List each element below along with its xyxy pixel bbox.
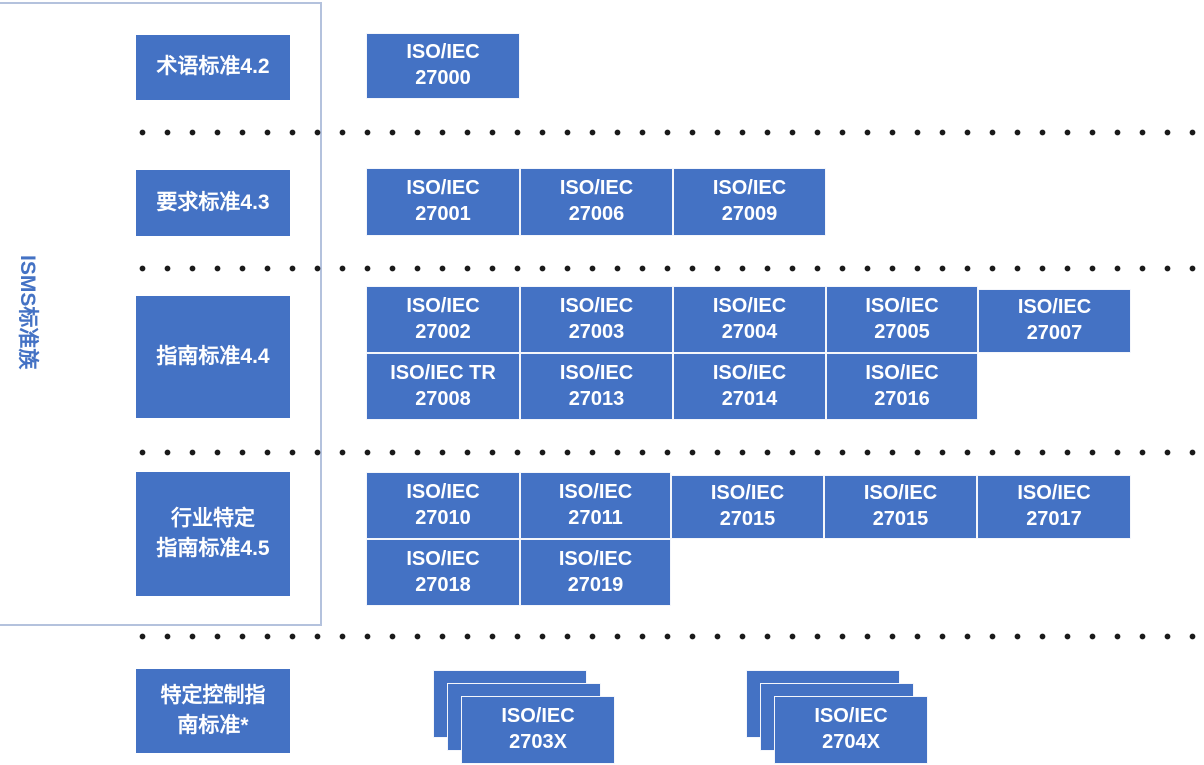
row-separator-4 [130,633,1204,640]
standard-cell-27009[interactable]: ISO/IEC 27009 [673,168,826,236]
standard-cell-line2: 27008 [415,387,471,410]
stack-card-front[interactable]: ISO/IEC 2704X [774,696,928,764]
standard-cell-line1: ISO/IEC [865,294,939,317]
category-label-requirements[interactable]: 要求标准4.3 [136,170,290,236]
standard-cell-27000[interactable]: ISO/IEC 27000 [366,33,520,99]
row-separator-1 [130,129,1204,136]
standard-cell-27007[interactable]: ISO/IEC 27007 [978,289,1131,353]
standard-cell-27002[interactable]: ISO/IEC 27002 [366,286,520,353]
standard-cell-line1: ISO/IEC [1017,482,1091,505]
category-label-line2: 南标准* [177,714,249,737]
standard-cell-line2: 27004 [721,320,778,343]
standard-cell-line2: 27013 [568,387,625,410]
row-separator-2 [130,265,1204,272]
standard-cell-27013[interactable]: ISO/IEC 27013 [520,353,673,420]
standard-cell-27015-b[interactable]: ISO/IEC 27015 [824,475,977,539]
standard-cell-line2: 27018 [415,573,471,596]
standard-cell-27003[interactable]: ISO/IEC 27003 [520,286,673,353]
standard-cell-line2: 27010 [415,506,471,529]
standard-cell-line2: 27005 [874,320,930,343]
category-label-line1: 特定控制指 [160,683,266,707]
standard-cell-27006[interactable]: ISO/IEC 27006 [520,168,673,236]
standard-cell-line2: 27003 [568,320,625,343]
standard-cell-line1: ISO/IEC [406,547,480,570]
standard-cell-line2: 27002 [415,320,471,343]
standard-cell-line1: ISO/IEC TR [390,361,496,384]
standard-cell-line1: ISO/IEC [559,361,634,384]
standard-cell-27014[interactable]: ISO/IEC 27014 [673,353,826,420]
standard-stack-2703X[interactable]: ISO/IEC 2703X [433,670,645,765]
standard-cell-line1: ISO/IEC [1017,296,1092,319]
standard-cell-27004[interactable]: ISO/IEC 27004 [673,286,826,353]
standard-cell-line2: 27015 [872,508,929,530]
standard-cell-line2: 2703X [509,731,567,753]
standard-cell-line2: 27007 [1026,322,1083,344]
standard-cell-27018[interactable]: ISO/IEC 27018 [366,539,520,606]
category-label-line1: 行业特定 [171,506,255,530]
standard-cell-line2: 27009 [721,203,778,225]
standard-cell-27010[interactable]: ISO/IEC 27010 [366,472,520,539]
standard-cell-line2: 27001 [415,203,471,225]
standard-cell-27011[interactable]: ISO/IEC 27011 [520,472,671,539]
standard-cell-27008[interactable]: ISO/IEC TR 27008 [366,353,520,420]
standard-cell-line1: ISO/IEC [863,482,938,505]
standard-cell-line2: 2704X [822,731,880,753]
standard-cell-line2: 27011 [568,506,623,529]
category-label-guidance[interactable]: 指南标准4.4 [136,296,290,418]
standard-cell-line2: 27000 [415,67,471,89]
standard-cell-line1: ISO/IEC [501,705,575,728]
standard-cell-line1: ISO/IEC [710,482,785,505]
category-label-terminology[interactable]: 术语标准4.2 [136,35,290,100]
isms-family-frame [0,2,322,626]
category-label-sector-specific[interactable]: 行业特定 指南标准4.5 [136,472,290,596]
standard-cell-line1: ISO/IEC [559,177,634,200]
standard-cell-line1: ISO/IEC [814,705,888,728]
standard-stack-2704X[interactable]: ISO/IEC 2704X [746,670,958,765]
standard-cell-27019[interactable]: ISO/IEC 27019 [520,539,671,606]
standard-cell-line1: ISO/IEC [406,294,480,317]
standard-cell-line1: ISO/IEC [712,177,787,200]
standard-cell-line1: ISO/IEC [712,361,787,384]
standard-cell-line1: ISO/IEC [406,41,480,64]
standard-cell-27001[interactable]: ISO/IEC 27001 [366,168,520,236]
standard-cell-line2: 27015 [719,508,776,530]
standard-cell-27017[interactable]: ISO/IEC 27017 [977,475,1131,539]
standard-cell-27016[interactable]: ISO/IEC 27016 [826,353,978,420]
standard-cell-line1: ISO/IEC [559,294,634,317]
category-label-control-specific[interactable]: 特定控制指 南标准* [136,669,290,753]
standard-cell-line1: ISO/IEC [558,547,633,570]
standard-cell-line2: 27019 [567,573,624,596]
isms-family-vertical-label: ISMS标准族 [16,255,39,370]
standard-cell-line1: ISO/IEC [558,480,633,503]
standard-cell-line2: 27014 [721,387,778,410]
standard-cell-27005[interactable]: ISO/IEC 27005 [826,286,978,353]
standard-cell-line1: ISO/IEC [865,361,939,384]
standard-cell-line2: 27017 [1026,508,1082,530]
stack-card-front[interactable]: ISO/IEC 2703X [461,696,615,764]
row-separator-3 [130,449,1204,456]
category-label-line2: 指南标准4.5 [156,537,270,560]
standard-cell-line2: 27016 [874,387,930,410]
standard-cell-line1: ISO/IEC [406,177,480,200]
standard-cell-line1: ISO/IEC [712,294,787,317]
standard-cell-line2: 27006 [568,203,625,225]
standard-cell-27015-a[interactable]: ISO/IEC 27015 [671,475,824,539]
standard-cell-line1: ISO/IEC [406,480,480,503]
